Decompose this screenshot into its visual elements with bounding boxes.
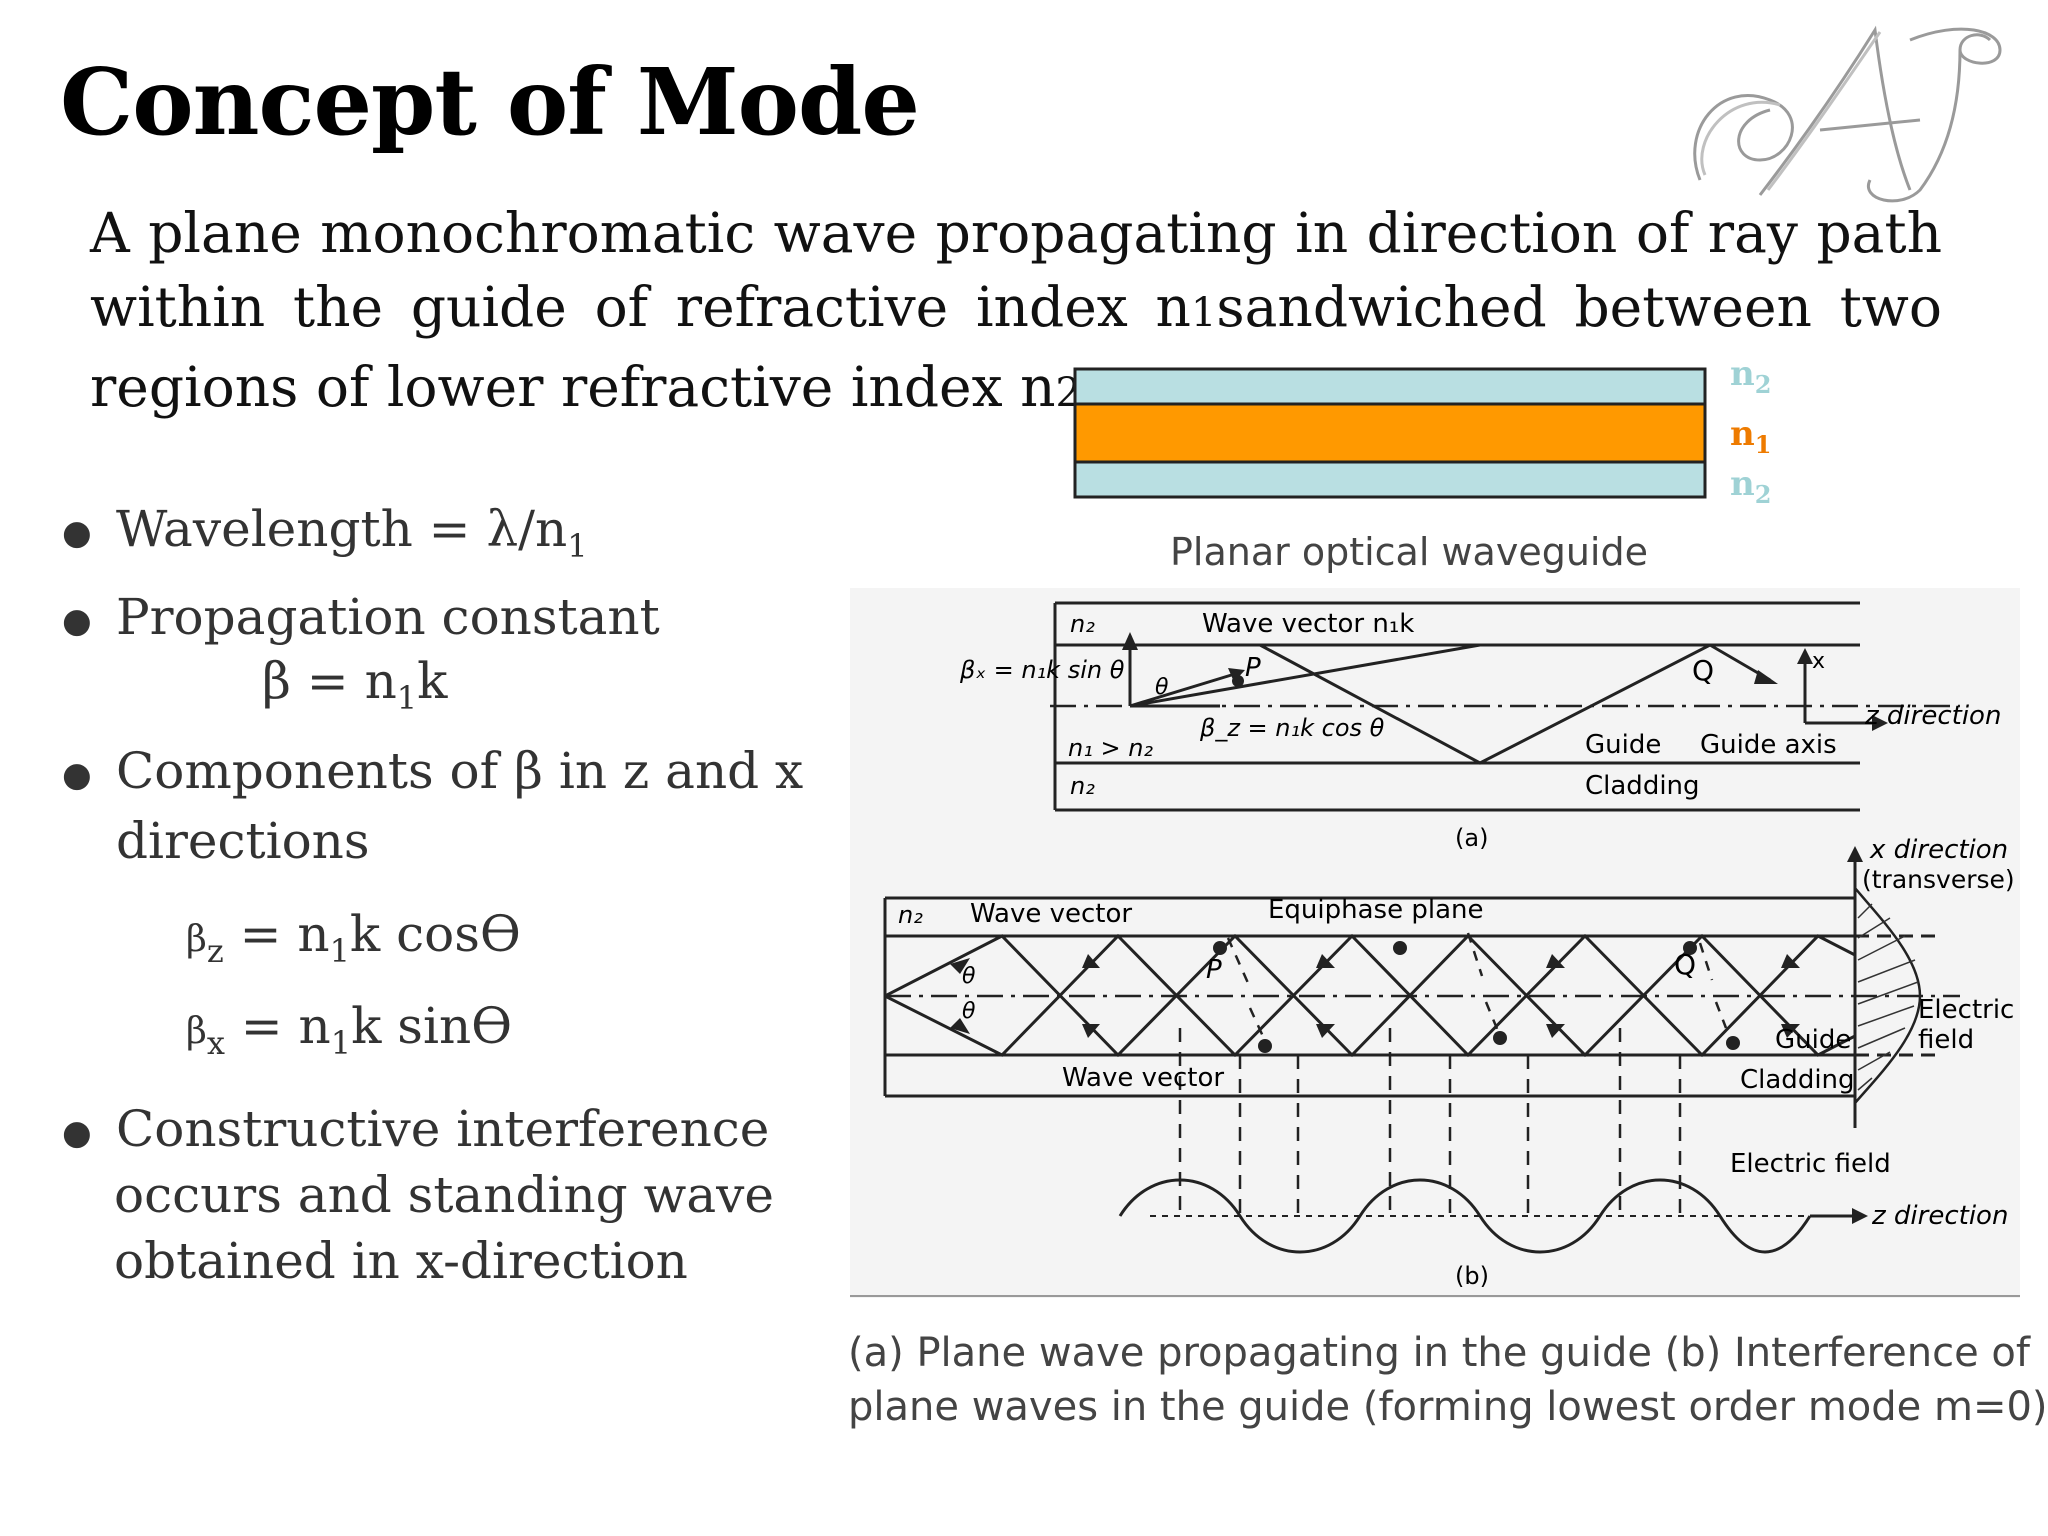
- fig-b-n2: n₂: [898, 901, 923, 929]
- fig-a-beta-x: βₓ = n₁k sin θ: [959, 656, 1125, 684]
- mode-interference-figure: n₂ Wave vector n₁k βₓ = n₁k sin θ θ P Q …: [850, 588, 2020, 1298]
- label-n1: n1: [1730, 414, 1771, 459]
- fig-b-z-direction: z direction: [1871, 1201, 2008, 1231]
- label-n2-bottom: n2: [1730, 464, 1771, 509]
- bullet-interference-line3: obtained in x-direction: [114, 1232, 688, 1290]
- planar-waveguide-diagram: n2 n1 n2: [1073, 355, 1771, 509]
- figure-caption-line2: plane waves in the guide (forming lowest…: [848, 1384, 2048, 1430]
- fig-a-label: (a): [1455, 824, 1488, 852]
- bullet-propagation: ●Propagation constant: [62, 588, 660, 646]
- bullet-components-line2: directions: [116, 812, 370, 870]
- figure-a-arrowheads: [1122, 632, 1888, 731]
- formula-beta-z: βz = n1k cosϴ: [186, 905, 521, 971]
- fig-a-z-direction: z direction: [1864, 701, 2001, 731]
- formula-beta: β = n1k: [262, 652, 448, 718]
- bullet-dot-icon: ●: [62, 513, 92, 553]
- bullet-dot-icon: ●: [62, 1113, 92, 1153]
- fig-a-theta: θ: [1155, 675, 1169, 700]
- logo-monogram-icon: [1693, 25, 2002, 203]
- figure-b: [883, 853, 1960, 1128]
- fig-b-theta2: θ: [962, 999, 976, 1024]
- cladding-top: [1073, 367, 1707, 406]
- fig-a-p: P: [1245, 653, 1261, 683]
- fig-a-n2-bottom: n₂: [1070, 772, 1095, 800]
- fig-b-equiphase-plane: Equiphase plane: [1268, 895, 1484, 925]
- fig-b-cladding: Cladding: [1740, 1065, 1855, 1095]
- core-layer: [1073, 402, 1707, 464]
- fig-b-x-direction: x direction: [1869, 835, 2008, 865]
- fig-b-label: (b): [1455, 1262, 1489, 1290]
- figure-b-dots: [950, 941, 1800, 1053]
- formula-beta-x: βx = n1k sinϴ: [186, 997, 513, 1063]
- waveguide-caption: Planar optical waveguide: [1170, 530, 1648, 574]
- fig-a-n2-top: n₂: [1070, 610, 1095, 638]
- fig-a-q: Q: [1692, 654, 1714, 687]
- fig-a-x: x: [1812, 649, 1825, 674]
- fig-a-n1-gt-n2: n₁ > n₂: [1068, 734, 1153, 762]
- cladding-bottom: [1073, 460, 1707, 499]
- figure-caption-line1: (a) Plane wave propagating in the guide …: [848, 1330, 2030, 1376]
- fig-a-cladding: Cladding: [1585, 771, 1700, 801]
- bullet-dot-icon: ●: [62, 755, 92, 795]
- fig-b-wave-vector-top: Wave vector: [970, 899, 1132, 929]
- figure-b-hatch: [1857, 903, 1919, 1091]
- fig-a-beta-z: β_z = n₁k cos θ: [1199, 714, 1385, 742]
- electric-field-wave: [1118, 1178, 1812, 1254]
- intro-paragraph: A plane monochromatic wave propagating i…: [90, 201, 1942, 419]
- page-title: Concept of Mode: [60, 48, 920, 156]
- fig-b-electric-right-2: field: [1918, 1025, 1974, 1055]
- bullet-wavelength: ●Wavelength = λ/n1: [62, 500, 588, 566]
- fig-b-q: Q: [1674, 948, 1696, 981]
- fig-b-p: P: [1206, 955, 1222, 985]
- fig-b-theta1: θ: [962, 964, 976, 989]
- bullet-components: ●Components of β in z and x: [62, 742, 804, 800]
- fig-a-wave-vector: Wave vector n₁k: [1202, 609, 1414, 639]
- fig-a-guide-axis: Guide axis: [1700, 730, 1837, 760]
- bullet-dot-icon: ●: [62, 601, 92, 641]
- label-n2-top: n2: [1730, 355, 1771, 399]
- fig-b-electric-field: Electric field: [1730, 1149, 1891, 1179]
- fig-b-electric-right-1: Electric: [1918, 995, 2014, 1025]
- bullet-interference: ●Constructive interference: [62, 1100, 770, 1158]
- fig-a-guide: Guide: [1585, 730, 1661, 760]
- fig-b-wave-vector-bottom: Wave vector: [1062, 1063, 1224, 1093]
- figure-b-equiphase: [1226, 932, 1728, 1044]
- fig-b-transverse: (transverse): [1862, 865, 2015, 894]
- fig-b-guide: Guide: [1775, 1025, 1851, 1055]
- figure-a: [1050, 601, 1960, 812]
- bullet-interference-line2: occurs and standing wave: [114, 1166, 774, 1224]
- figure-b-drop-lines: [1178, 1028, 1682, 1213]
